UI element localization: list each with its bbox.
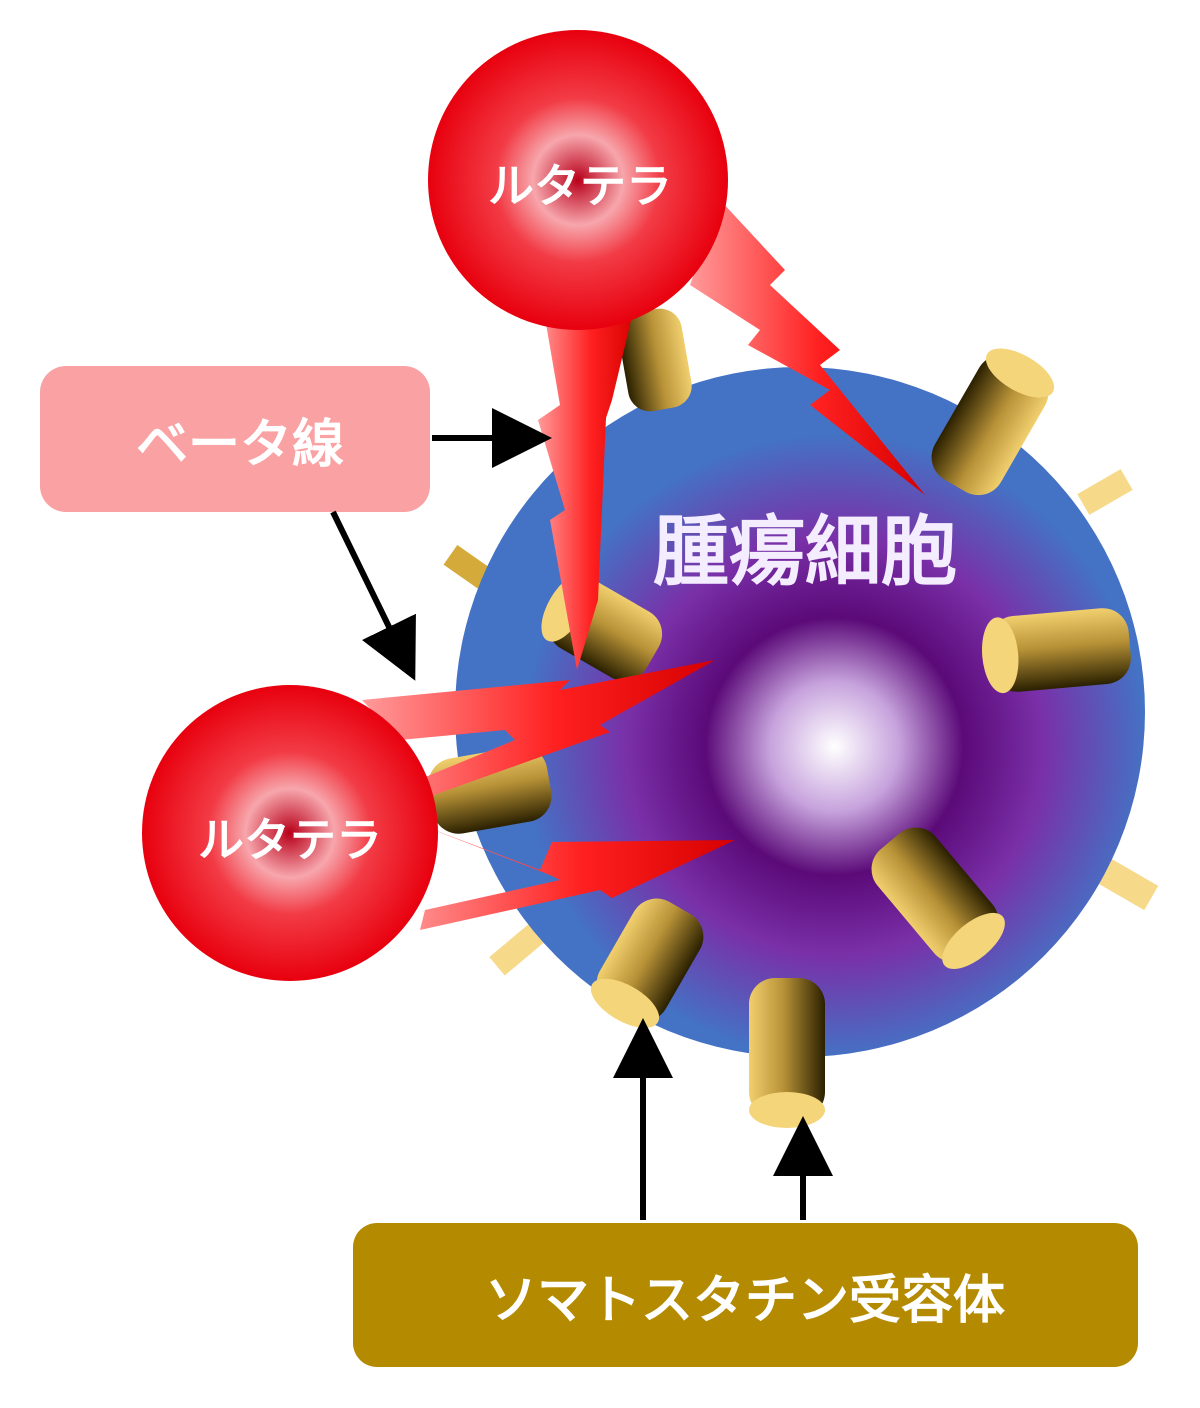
lutathera-label: ルタテラ xyxy=(488,159,672,213)
beta-ray-box xyxy=(40,366,430,512)
arrow-beta-to-bolt xyxy=(330,510,416,681)
receptor-icon xyxy=(618,308,692,412)
lutathera-molecule xyxy=(428,30,728,330)
receptor-box xyxy=(353,1223,1138,1367)
receptor-small-icon xyxy=(1096,858,1159,911)
receptor-icon xyxy=(871,827,1005,970)
receptor-label: ソマトスタチン受容体 xyxy=(485,1271,1005,1331)
beta-ray-group xyxy=(362,200,925,930)
beta-ray-bolt xyxy=(395,815,735,930)
lutathera-molecule xyxy=(142,685,438,981)
receptor-icon xyxy=(590,898,704,1028)
tumor-cell-label: 腫瘍細胞 xyxy=(653,507,957,596)
beta-ray-bolt xyxy=(690,200,925,495)
beta-ray-bolt xyxy=(362,660,715,800)
beta-ray-bolt xyxy=(538,304,635,670)
receptor-icon xyxy=(981,608,1131,694)
lutathera-label: ルタテラ xyxy=(198,813,382,867)
receptor-icon xyxy=(749,978,825,1128)
beta-ray-label: ベータ線 xyxy=(136,415,344,475)
receptor-icon xyxy=(931,348,1055,496)
arrow-group xyxy=(330,408,833,1220)
receptor-small-icon xyxy=(1077,469,1133,515)
